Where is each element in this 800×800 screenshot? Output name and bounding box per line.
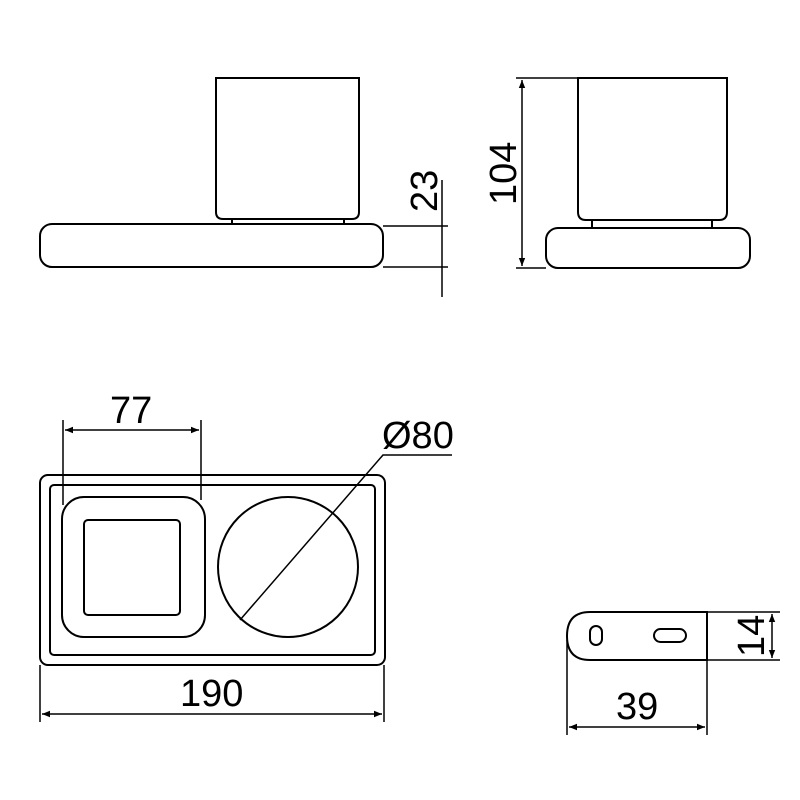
square-holder-inner [83, 519, 181, 616]
side-connector [591, 220, 713, 228]
bracket-view: 14 39 [565, 611, 780, 735]
dimension-label-104: 104 [483, 142, 525, 205]
front-base [39, 223, 384, 268]
diameter-leader [239, 454, 452, 621]
dimension-label-39: 39 [616, 686, 658, 728]
wall-bracket [565, 611, 708, 661]
square-holder-outer [61, 496, 206, 638]
bracket-hole [589, 625, 603, 646]
top-base-outer [39, 474, 386, 666]
dimension-label-d80: Ø80 [382, 415, 454, 457]
side-cup [577, 77, 728, 221]
front-connector [231, 219, 345, 223]
dimension-label-23: 23 [404, 170, 446, 212]
dimension-label-77: 77 [110, 390, 152, 432]
dimension-label-190: 190 [180, 673, 243, 715]
side-view: 104 [483, 77, 751, 269]
top-view: Ø80 77 190 [39, 390, 454, 722]
top-base-inner [49, 484, 376, 656]
bracket-slot [653, 628, 687, 643]
front-cup [215, 77, 360, 220]
side-base [545, 227, 751, 269]
front-view: 23 [39, 77, 448, 297]
dimension-label-14: 14 [731, 615, 773, 657]
round-holder [217, 496, 359, 638]
